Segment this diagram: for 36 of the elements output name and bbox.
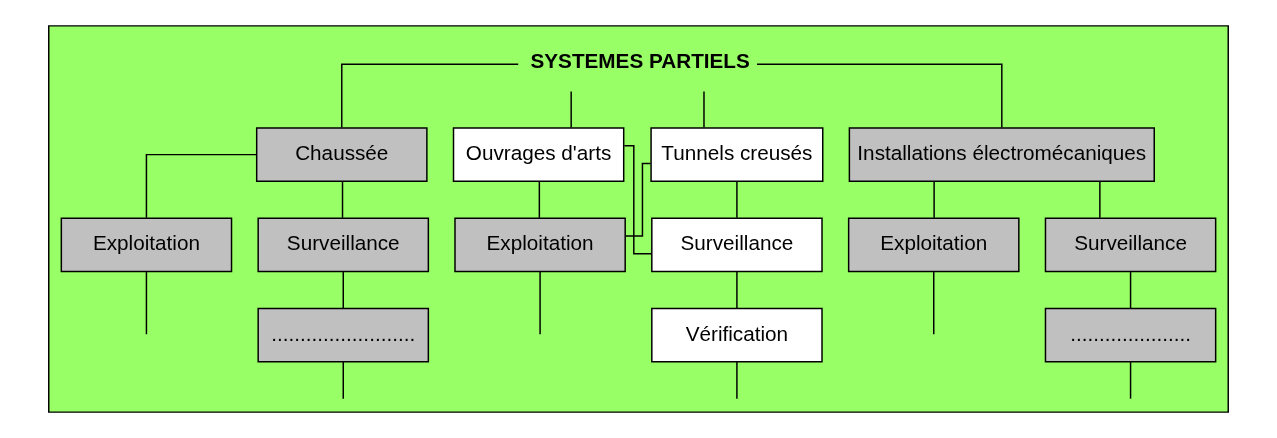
- connector: [623, 145, 653, 255]
- connector: [341, 63, 519, 129]
- node-box: Tunnels creusés: [650, 127, 824, 182]
- connector: [539, 271, 541, 335]
- node-box: Chaussée: [255, 127, 428, 182]
- node-box: Vérification: [651, 307, 823, 363]
- node-text: SYSTEMES PARTIELS: [530, 49, 750, 73]
- node-box: Surveillance: [1044, 217, 1217, 273]
- node-box: Exploitation: [60, 217, 233, 273]
- cluster: [48, 25, 1229, 413]
- connector: [570, 90, 572, 129]
- node-box: Installations électromécaniques: [848, 127, 1155, 182]
- connector: [342, 271, 344, 309]
- node-box: Surveillance: [651, 217, 823, 273]
- connector: [1129, 361, 1132, 400]
- connector: [145, 271, 148, 335]
- node-box: Exploitation: [454, 217, 626, 273]
- connector: [538, 180, 541, 219]
- node-box: Ouvrages d'arts: [452, 127, 625, 182]
- connector: [145, 153, 258, 219]
- connector: [341, 180, 344, 219]
- node-box: .....................: [1044, 307, 1217, 363]
- connector: [756, 63, 1003, 129]
- connector: [624, 162, 652, 237]
- node-box: .........................: [257, 307, 430, 363]
- connector: [1129, 271, 1132, 309]
- connector: [703, 90, 705, 129]
- node-box: Exploitation: [847, 217, 1020, 273]
- node-box: Surveillance: [257, 217, 430, 273]
- connector: [933, 180, 935, 219]
- connector: [342, 361, 344, 400]
- connector: [736, 361, 738, 400]
- connector: [736, 180, 738, 219]
- connector: [933, 271, 935, 335]
- connector: [736, 271, 738, 309]
- connector: [1099, 180, 1101, 219]
